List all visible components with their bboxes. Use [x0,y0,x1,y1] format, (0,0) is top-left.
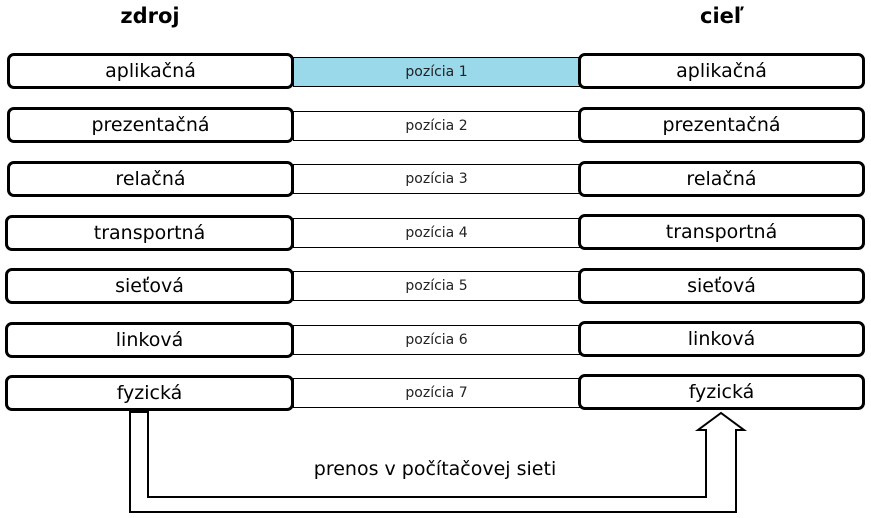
destination-layer-presentation: prezentačná [578,107,865,143]
destination-layer-network: sieťová [578,268,865,304]
destination-layer-physical: fyzická [578,374,865,410]
transfer-label: prenos v počítačovej sieti [313,458,557,480]
position-connector-3: pozícia 3 [293,164,580,194]
source-header: zdroj [120,4,180,28]
position-connector-1: pozícia 1 [293,57,580,87]
destination-layer-application: aplikačná [578,53,865,89]
source-layer-datalink: linková [5,322,294,358]
source-layer-session: relačná [7,161,294,197]
position-connector-4: pozícia 4 [293,218,580,248]
position-connector-6: pozícia 6 [293,325,580,355]
transfer-arrow-outline [129,411,748,513]
source-layer-network: sieťová [5,268,294,304]
destination-layer-session: relačná [578,161,865,197]
source-layer-presentation: prezentačná [7,107,294,143]
position-connector-2: pozícia 2 [293,111,580,141]
destination-header: cieľ [700,4,744,28]
source-layer-physical: fyzická [5,375,294,411]
position-connector-5: pozícia 5 [293,271,580,301]
source-layer-application: aplikačná [7,53,294,89]
destination-layer-datalink: linková [578,321,865,357]
source-layer-transport: transportná [5,215,294,251]
destination-layer-transport: transportná [578,214,865,250]
